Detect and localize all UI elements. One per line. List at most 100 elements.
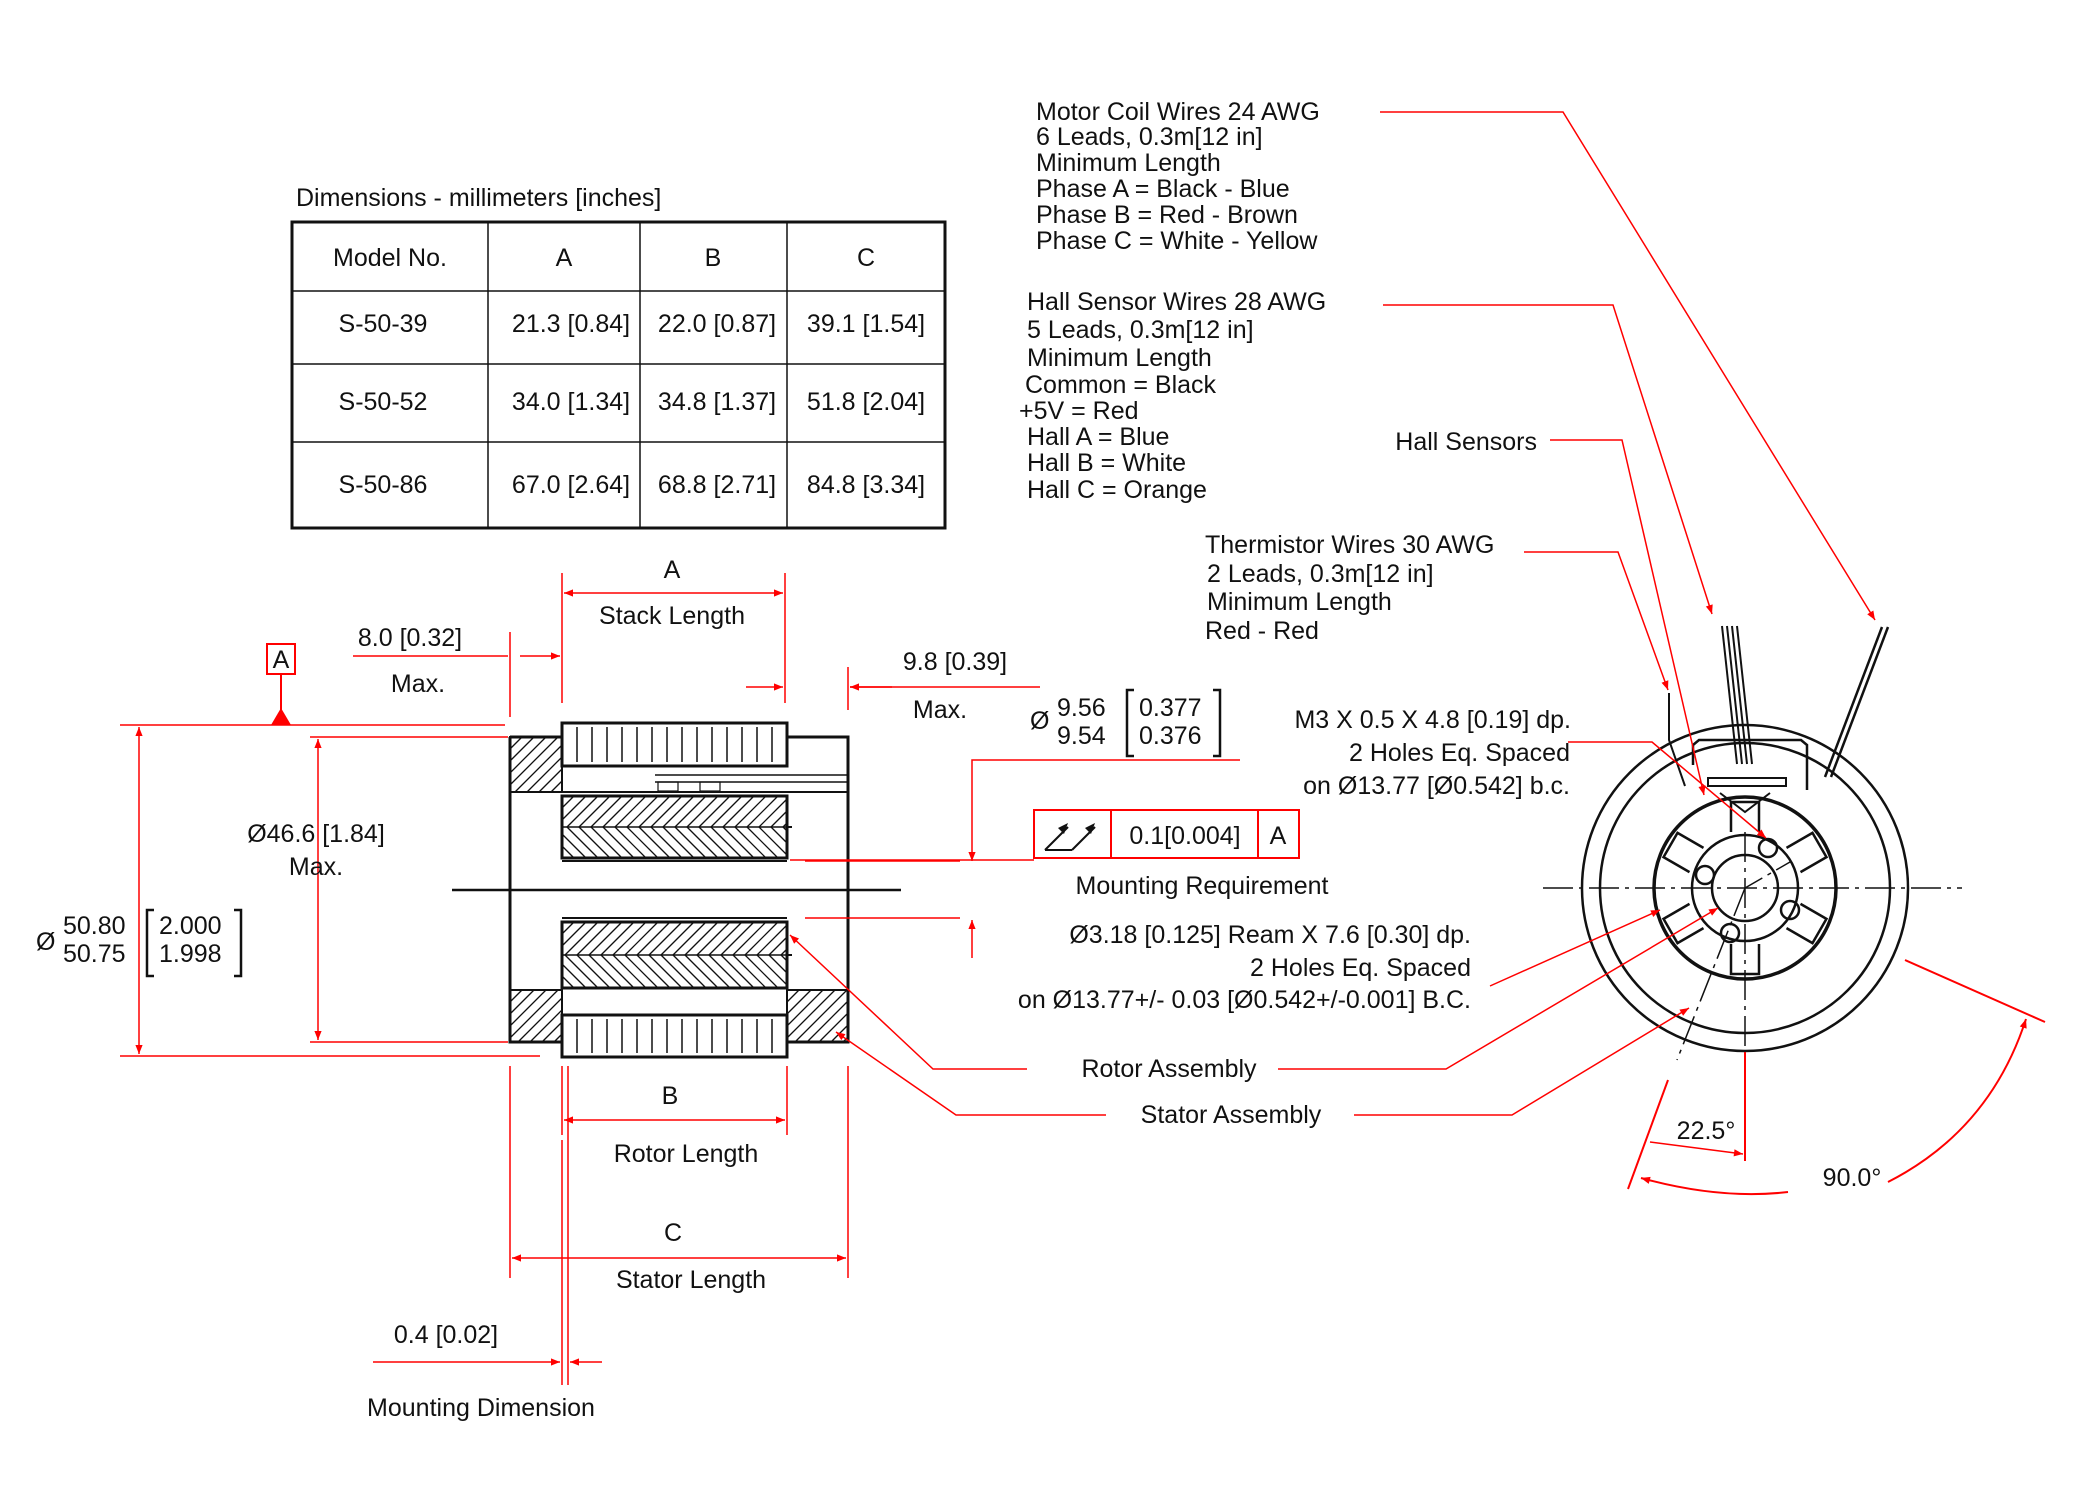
hatch-line [696,921,731,956]
hatch-line [672,954,707,989]
dim-right-offset: 9.8 [0.39] [903,648,1007,676]
rotor-upper-hatch [561,795,788,859]
hatch-line [674,795,707,828]
hatch-line [509,989,535,1015]
hatch-line [686,826,719,859]
hatch-line [684,954,719,989]
hatch-line [744,954,779,989]
note-line: 6 Leads, 0.3m[12 in] [1036,123,1263,151]
hatch-line [746,826,779,859]
fcf-datum: A [1270,822,1287,850]
dim-rotor-length: Rotor Length [614,1140,759,1168]
hatch-line [561,795,575,809]
dim-shaft-mm-hi: 9.56 [1057,694,1106,722]
dim-inner-dia: Ø46.6 [1.84] [247,820,385,848]
bottom-winding-teeth [576,1019,773,1053]
hatch-line [786,989,812,1015]
hatch-line [612,954,647,989]
hatch-line [720,921,755,956]
hatch-line [768,954,788,974]
note-line: Motor Coil Wires 24 AWG [1036,98,1320,126]
note-ream-holes: Ø3.18 [0.125] Ream X 7.6 [0.30] dp. 2 Ho… [1018,921,1471,1014]
note-hall-wires: Hall Sensor Wires 28 AWG 5 Leads, 0.3m[1… [1019,288,1326,504]
label-stator-assembly: Stator Assembly [1141,1101,1322,1129]
hatch-line [541,1021,563,1043]
hatch-line [744,921,779,956]
hatch-line [786,989,836,1039]
hatch-line [662,826,695,859]
dim-right-max: Max. [913,696,967,724]
hatch-top-left [509,736,563,793]
hatch-line [698,795,731,828]
hatch-line [614,826,647,859]
hatch-line [509,989,547,1027]
mounting-hole [1779,899,1801,921]
hatch-line [842,1036,849,1043]
top-winding-teeth [576,727,773,762]
hatch-line [590,826,623,859]
total-runout-icon [1044,823,1096,851]
hatch-line [561,921,575,935]
hatch-line [758,826,788,856]
slot-outline [1661,831,1705,874]
hatch-line [782,822,788,828]
note-m3-holes: M3 X 0.5 X 4.8 [0.19] dp. 2 Holes Eq. Sp… [1294,706,1571,800]
hatch-line [509,989,559,1039]
hatch-line [564,921,599,956]
note-line: 2 Leads, 0.3m[12 in] [1207,560,1434,588]
slot-outline [1785,902,1829,945]
hatch-line [662,795,695,828]
hatch-line [509,736,523,750]
hatch-line [770,826,788,844]
end-view [1543,625,1962,1082]
note-line: Minimum Length [1207,588,1392,616]
note-line: Red - Red [1205,617,1319,645]
table-header-b: B [705,244,722,272]
hatch-line [588,921,623,956]
hatch-line [756,924,788,956]
hatch-line [684,921,719,956]
dim-outer-in-lo: 1.998 [159,940,222,968]
hatch-line [561,963,587,989]
table-cell: 51.8 [2.04] [807,388,925,416]
note-thermistor: Thermistor Wires 30 AWG 2 Leads, 0.3m[12… [1205,531,1494,645]
hatch-line [696,954,731,989]
note-line: 2 Holes Eq. Spaced [1250,954,1471,982]
note-line: Hall A = Blue [1027,423,1169,451]
dim-shaft-in-hi: 0.377 [1139,694,1202,722]
dim-mount-offset: 0.4 [0.02] [394,1321,498,1349]
note-line: Ø3.18 [0.125] Ream X 7.6 [0.30] dp. [1069,921,1471,949]
table-cell: S-50-39 [339,310,428,338]
hatch-line [550,780,563,793]
table-cell: 39.1 [1.54] [807,310,925,338]
note-line: Hall B = White [1027,449,1186,477]
hatch-line [770,810,788,828]
dim-angle-large: 90.0° [1823,1164,1882,1192]
hatch-line [590,795,623,828]
table-cell: 34.8 [1.37] [658,388,776,416]
slot-outline [1661,902,1705,945]
table-cell: 21.3 [0.84] [512,310,630,338]
hatch-line [674,826,707,859]
hatch-line [780,948,788,956]
hatch-line [636,954,671,989]
hatch-line [650,795,683,828]
slot-outline [1785,831,1829,874]
table-cell: S-50-86 [339,471,428,499]
hatch-line [710,795,743,828]
hatch-line [576,921,611,956]
dim-outer-mm-hi: 50.80 [63,912,126,940]
label-rotor-assembly: Rotor Assembly [1081,1055,1257,1083]
hatch-line [602,826,635,859]
hatch-line [660,954,695,989]
hatch-line [786,989,800,1003]
hatch-line [638,826,671,859]
hatch-line [517,997,563,1043]
datum-label: A [273,646,290,674]
hatch-line [780,954,788,962]
hatch-line [612,921,647,956]
note-line: 2 Holes Eq. Spaced [1349,739,1570,767]
slot-outline [1729,800,1761,832]
hatch-line [758,798,788,828]
